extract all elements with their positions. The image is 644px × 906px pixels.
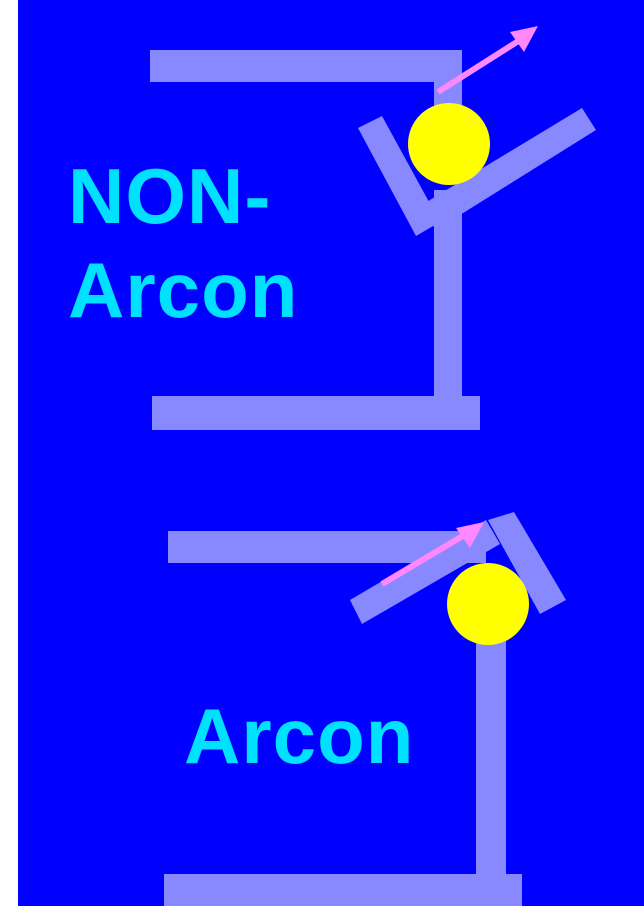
non-arcon-label-line2: Arcon (68, 245, 299, 334)
non-arcon-lower-bar (152, 396, 480, 430)
arcon-articulator (164, 512, 566, 906)
non-arcon-label-line1: NON- (68, 152, 272, 240)
non-arcon-upper-bar (150, 50, 462, 82)
non-arcon-condyle-ball (408, 103, 490, 185)
arcon-vertical-post (476, 620, 506, 890)
non-arcon-guide-right-arm (420, 108, 596, 230)
arcon-lower-bar (164, 874, 522, 906)
non-arcon-guide-left-arm (358, 116, 440, 236)
non-arcon-arrow-head (510, 26, 538, 52)
non-arcon-arrow-shaft (436, 37, 522, 95)
arcon-guide-right-arm (488, 512, 566, 614)
non-arcon-label: NON- Arcon (68, 150, 298, 337)
arcon-guide-left-arm (350, 520, 500, 624)
arcon-arrow-head (456, 522, 484, 548)
arcon-label: Arcon (184, 692, 415, 780)
arcon-arrow-shaft (380, 531, 468, 587)
non-arcon-articulator (150, 26, 596, 430)
arcon-condyle-ball (447, 563, 529, 645)
